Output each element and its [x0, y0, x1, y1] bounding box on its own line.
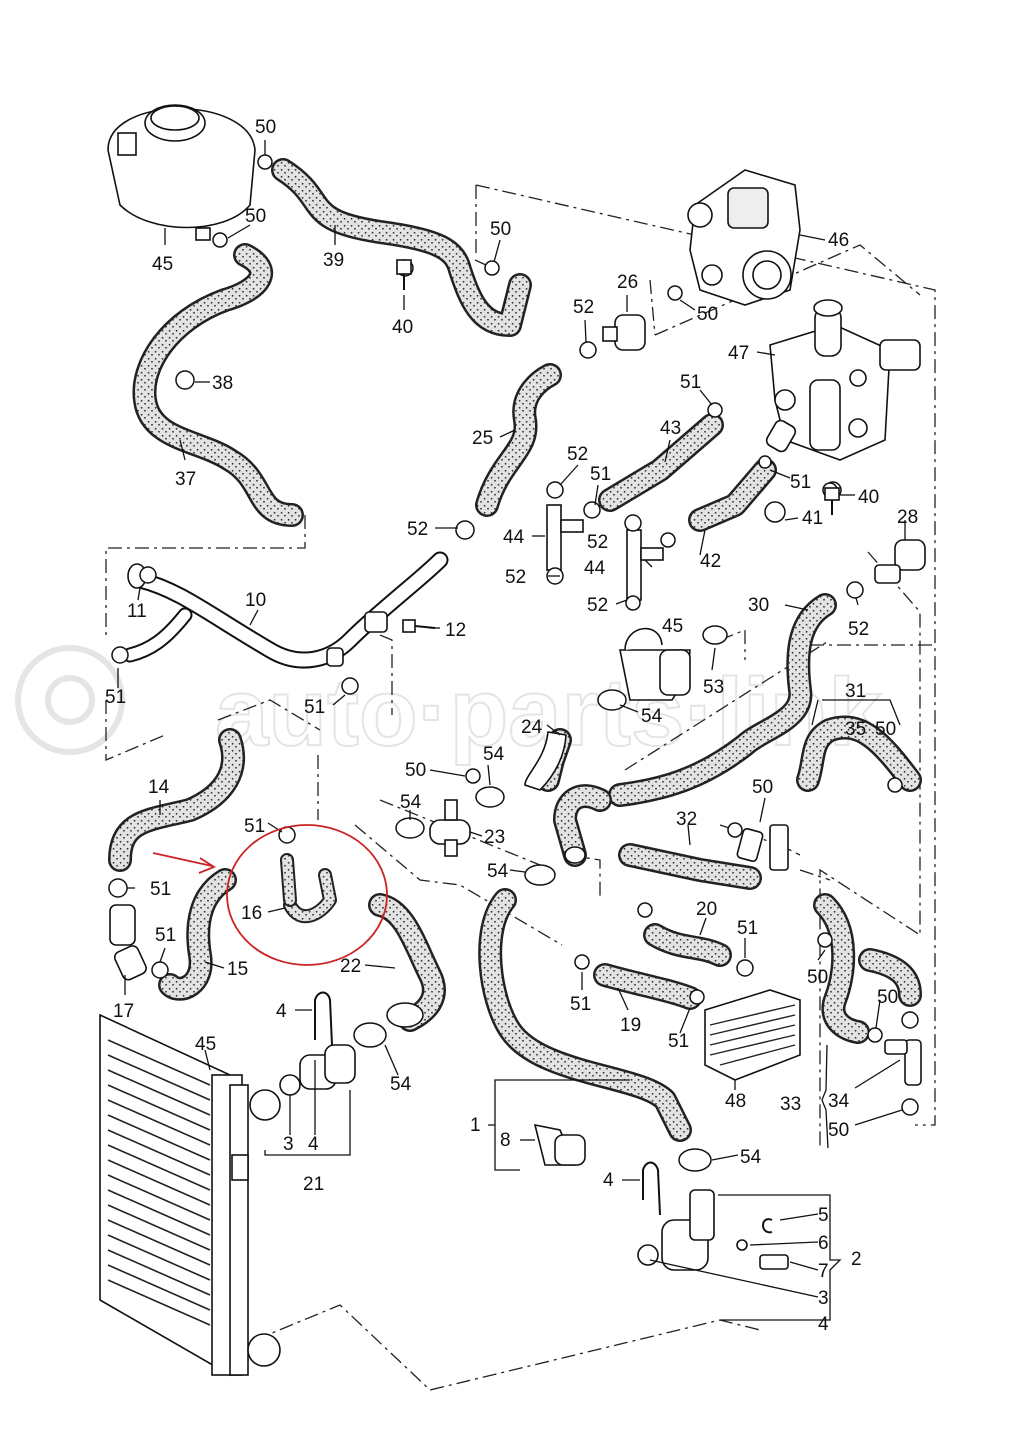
label-12: 12: [445, 620, 466, 641]
label-22: 22: [340, 956, 361, 977]
label-51: 51: [790, 472, 811, 493]
label-3: 3: [818, 1288, 829, 1309]
label-51: 51: [680, 372, 701, 393]
label-52: 52: [573, 297, 594, 318]
label-54: 54: [483, 744, 505, 765]
label-40: 40: [858, 487, 879, 508]
label-51: 51: [668, 1031, 689, 1052]
label-31: 31: [845, 681, 866, 702]
label-33: 33: [780, 1094, 801, 1115]
label-23: 23: [484, 827, 505, 848]
label-25: 25: [472, 428, 493, 449]
label-52: 52: [505, 567, 526, 588]
pipe-10: [122, 551, 449, 669]
label-50: 50: [828, 1120, 849, 1141]
connectors-and-fittings: [108, 154, 926, 1271]
label-10: 10: [245, 590, 266, 611]
label-48: 48: [725, 1091, 746, 1112]
label-51: 51: [304, 697, 325, 718]
label-45: 45: [195, 1034, 216, 1055]
label-52: 52: [848, 619, 869, 640]
label-1: 1: [470, 1115, 481, 1136]
throttle-body-46: [687, 169, 801, 306]
label-51: 51: [737, 918, 758, 939]
label-2: 2: [851, 1249, 862, 1270]
label-30: 30: [748, 595, 769, 616]
coolant-control-unit-47: [765, 299, 921, 461]
part-labels: 50 45 50 39 50 46 40 38 26 52 50 47 37 2…: [105, 117, 918, 1335]
label-50: 50: [255, 117, 276, 138]
label-47: 47: [728, 343, 749, 364]
label-43: 43: [660, 418, 681, 439]
label-24: 24: [521, 717, 543, 738]
label-28: 28: [897, 507, 918, 528]
label-7: 7: [818, 1261, 829, 1282]
label-26: 26: [617, 272, 638, 293]
label-3: 3: [283, 1134, 294, 1155]
label-20: 20: [696, 899, 717, 920]
label-51: 51: [155, 925, 176, 946]
label-52: 52: [587, 595, 608, 616]
label-37: 37: [175, 469, 196, 490]
label-4: 4: [276, 1001, 287, 1022]
label-45: 45: [152, 254, 173, 275]
label-50: 50: [697, 304, 718, 325]
label-50: 50: [490, 219, 511, 240]
label-45: 45: [662, 616, 683, 637]
label-6: 6: [818, 1233, 829, 1254]
label-41: 41: [802, 508, 823, 529]
label-51: 51: [570, 994, 591, 1015]
label-42: 42: [700, 551, 721, 572]
label-19: 19: [620, 1015, 641, 1036]
label-44: 44: [584, 558, 606, 579]
label-52: 52: [587, 532, 608, 553]
label-54: 54: [487, 861, 509, 882]
label-16: 16: [241, 903, 262, 924]
highlight-annotation: [152, 824, 388, 966]
label-52: 52: [407, 519, 428, 540]
label-51: 51: [590, 464, 611, 485]
label-32: 32: [676, 809, 697, 830]
label-11: 11: [127, 601, 147, 622]
label-51: 51: [105, 687, 126, 708]
label-50: 50: [752, 777, 773, 798]
radiator-45: [99, 1013, 281, 1377]
label-54: 54: [400, 792, 422, 813]
label-40: 40: [392, 317, 413, 338]
label-51: 51: [244, 816, 265, 837]
label-50: 50: [405, 760, 426, 781]
label-39: 39: [323, 250, 344, 271]
hoses: [108, 158, 922, 1142]
label-46: 46: [828, 230, 849, 251]
label-14: 14: [148, 777, 170, 798]
label-4: 4: [308, 1134, 319, 1155]
label-5: 5: [818, 1205, 829, 1226]
leader-lines: [117, 140, 906, 1321]
label-50: 50: [877, 987, 898, 1008]
label-44: 44: [503, 527, 525, 548]
label-4: 4: [818, 1314, 829, 1335]
label-50: 50: [875, 719, 896, 740]
label-50: 50: [245, 206, 266, 227]
label-34: 34: [828, 1091, 850, 1112]
highlight-arrow: [152, 852, 213, 867]
label-21: 21: [303, 1174, 324, 1195]
label-15: 15: [227, 959, 248, 980]
label-52: 52: [567, 444, 588, 465]
label-50: 50: [807, 967, 828, 988]
label-35: 35: [845, 719, 866, 740]
label-4: 4: [603, 1170, 614, 1191]
label-54: 54: [390, 1074, 412, 1095]
expansion-tank-45: [107, 104, 256, 241]
label-54: 54: [740, 1147, 762, 1168]
label-8: 8: [500, 1130, 511, 1151]
label-38: 38: [212, 373, 233, 394]
label-51: 51: [150, 879, 171, 900]
label-53: 53: [703, 677, 724, 698]
highlight-circle: [226, 824, 388, 966]
label-54: 54: [641, 706, 663, 727]
label-17: 17: [113, 1001, 134, 1022]
